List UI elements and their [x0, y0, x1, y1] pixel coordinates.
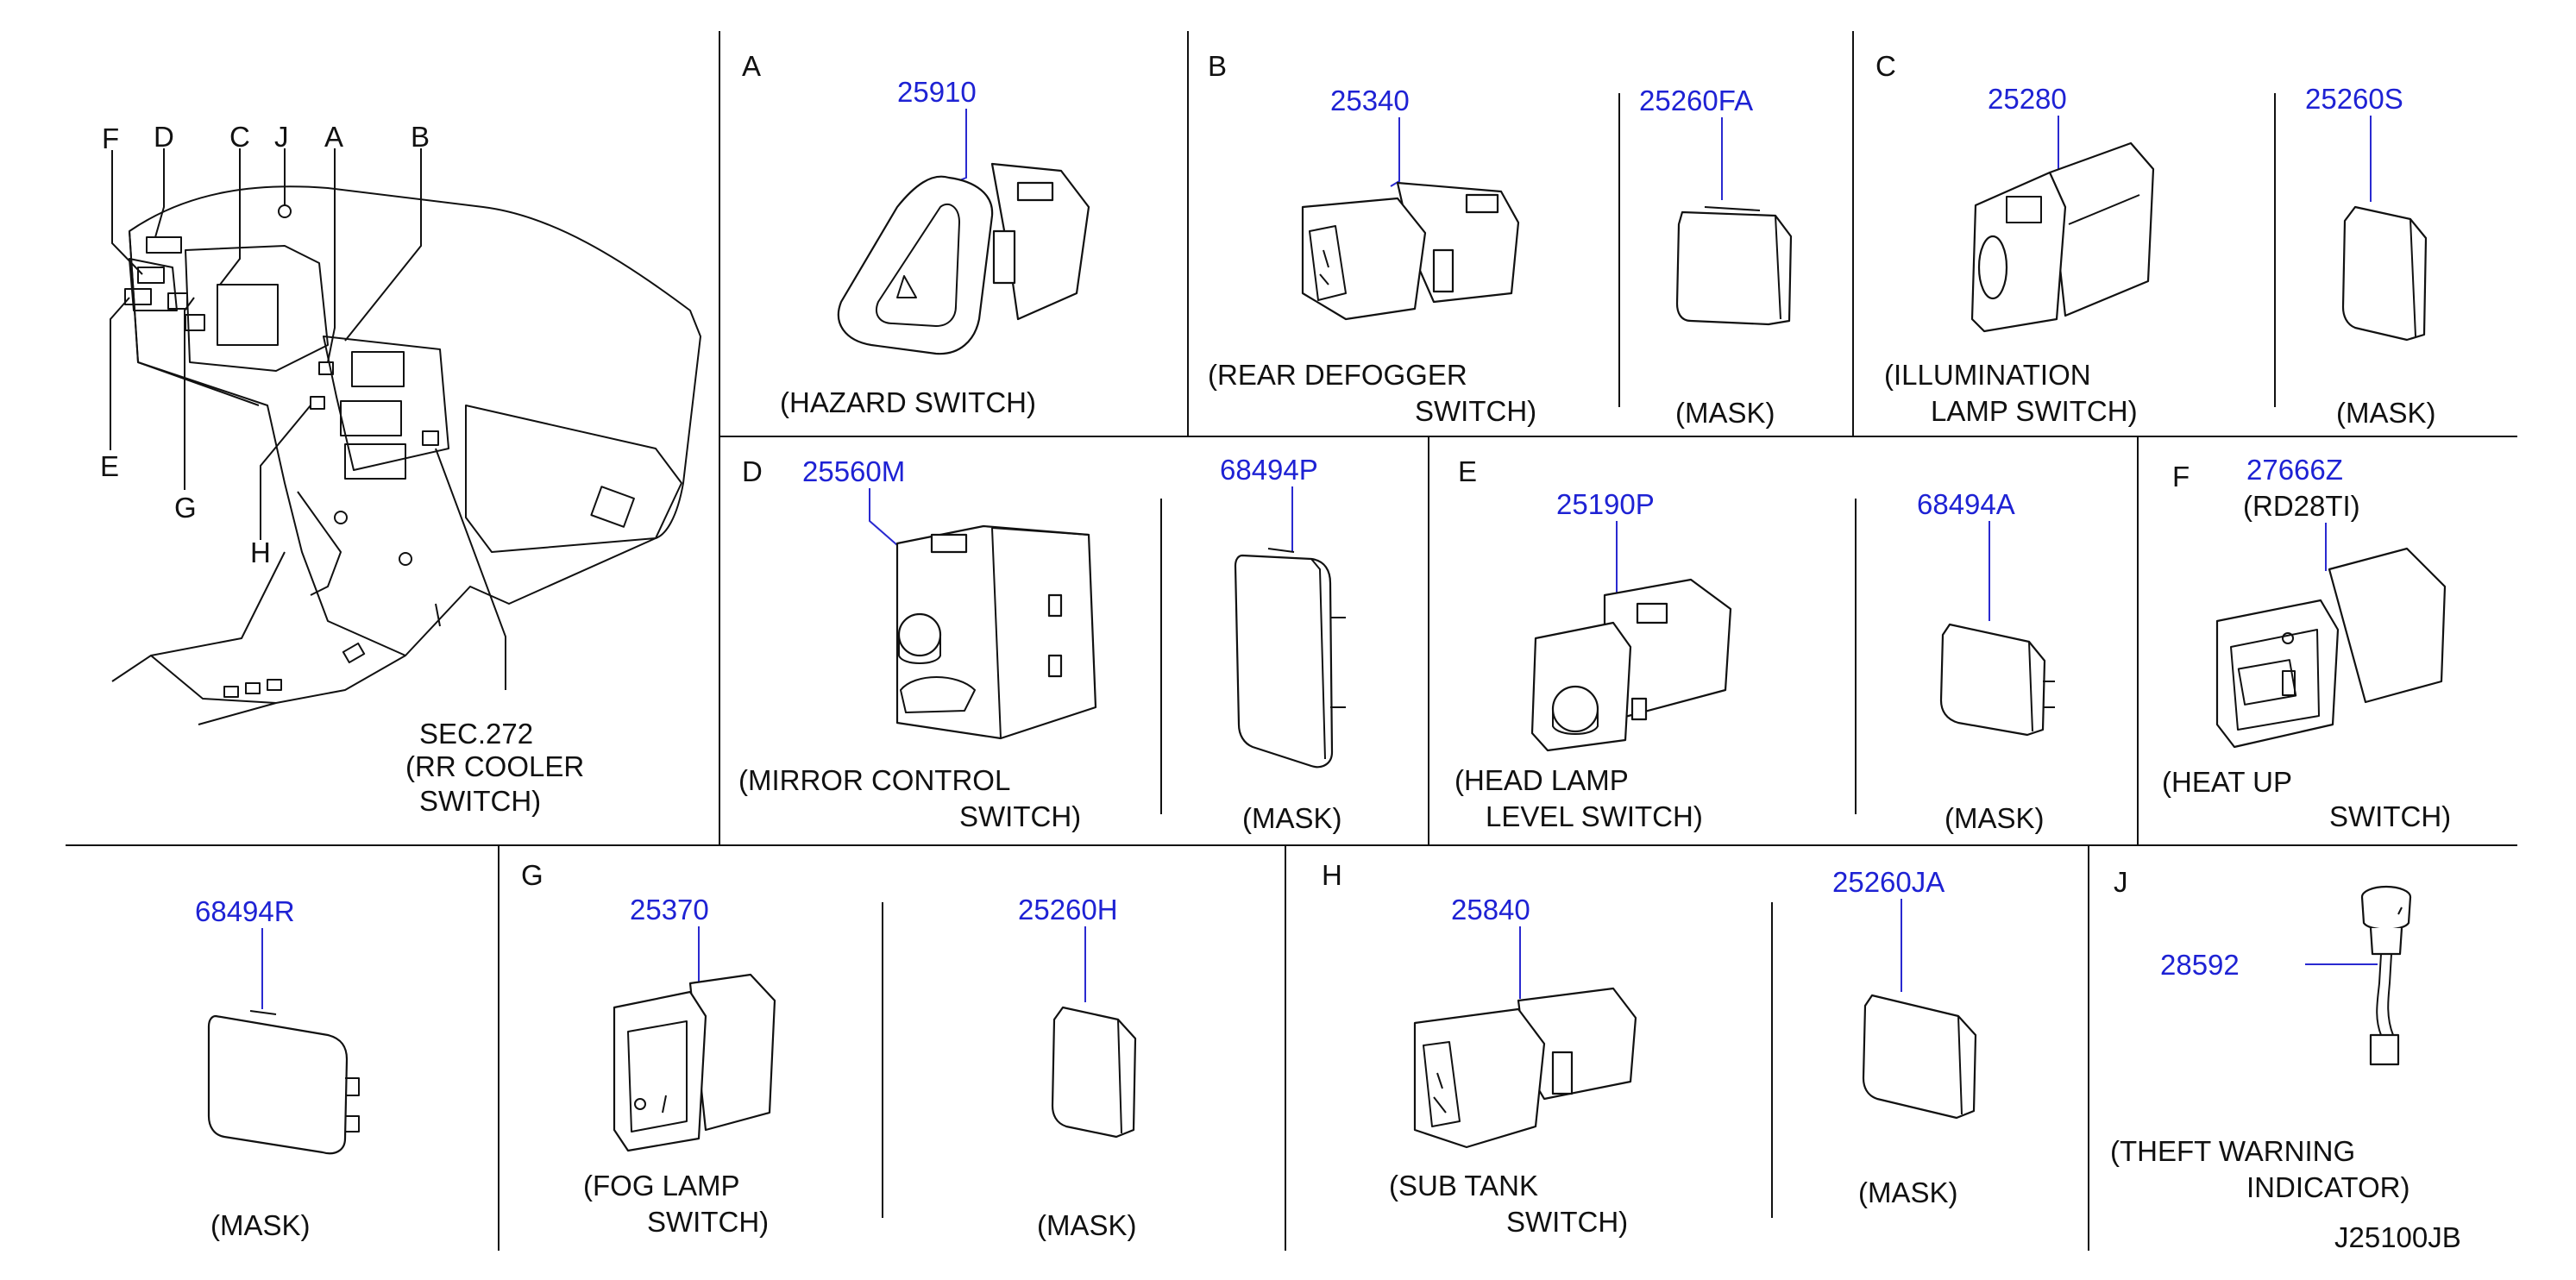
mask-caption-E: (MASK)	[1945, 802, 2045, 834]
section-letter-J: J	[2114, 866, 2128, 898]
mask-caption-B: (MASK)	[1675, 397, 1775, 429]
part-number-68494P: 68494P	[1220, 454, 1318, 486]
section-letter-F: F	[2172, 461, 2190, 493]
part-number-25260S: 25260S	[2305, 83, 2403, 115]
caption-D-line1: (MIRROR CONTROL	[738, 764, 1010, 796]
caption-E-line1: (HEAD LAMP	[1454, 764, 1629, 796]
caption-D-line2: SWITCH)	[959, 800, 1081, 832]
section-letter-H: H	[1322, 859, 1342, 891]
caption-F-line2: SWITCH)	[2329, 800, 2451, 832]
overview-label-E: E	[100, 450, 119, 482]
mirror-control-switch-drawing	[895, 524, 1097, 740]
part-number-25260JA: 25260JA	[1832, 866, 1945, 898]
part-number-25560M: 25560M	[802, 455, 905, 487]
mask-H-drawing	[1862, 994, 1977, 1120]
head-lamp-level-switch-drawing	[1530, 578, 1732, 752]
section-letter-B: B	[1208, 50, 1227, 82]
caption-B-line2: SWITCH)	[1415, 395, 1536, 427]
caption-H-line2: SWITCH)	[1506, 1206, 1628, 1238]
sec-ref-line3: SWITCH)	[419, 785, 541, 817]
part-number-25190P: 25190P	[1556, 488, 1655, 520]
overview-label-C: C	[229, 121, 250, 153]
caption-C-line2: LAMP SWITCH)	[1931, 395, 2138, 427]
part-number-25260H: 25260H	[1018, 894, 1118, 925]
part-number-25840: 25840	[1451, 894, 1530, 925]
illumination-switch-drawing	[1970, 141, 2155, 333]
part-number-25370: 25370	[630, 894, 709, 925]
overview-label-A: A	[324, 121, 343, 153]
mask-caption-G: (MASK)	[1037, 1209, 1137, 1241]
overview-label-G: G	[174, 492, 197, 524]
caption-F-line1: (HEAT UP	[2162, 766, 2292, 798]
part-number-68494R: 68494R	[195, 895, 295, 927]
caption-G-line1: (FOG LAMP	[583, 1170, 740, 1202]
overview-label-F: F	[102, 122, 119, 154]
mask-C-drawing	[2341, 205, 2428, 342]
section-letter-C: C	[1875, 50, 1896, 82]
fog-lamp-switch-drawing	[613, 973, 776, 1152]
caption-A: (HAZARD SWITCH)	[780, 386, 1036, 418]
overview-label-B: B	[411, 121, 430, 153]
section-letter-E: E	[1458, 455, 1477, 487]
section-letter-A: A	[742, 50, 761, 82]
overview-label-H: H	[250, 536, 271, 568]
dashboard-overview	[110, 148, 701, 725]
mask-G-drawing	[1051, 1006, 1137, 1139]
hazard-switch-drawing	[837, 162, 1090, 355]
mask-caption-D: (MASK)	[1242, 802, 1342, 834]
part-number-28592: 28592	[2160, 949, 2240, 981]
part-number-25280: 25280	[1988, 83, 2067, 115]
caption-J-line1: (THEFT WARNING	[2110, 1135, 2355, 1167]
mask-B-drawing	[1675, 206, 1793, 326]
grid-lines	[66, 31, 2517, 1251]
mask-E-drawing	[1939, 623, 2055, 737]
overview-label-D: D	[154, 121, 174, 153]
caption-E-line2: LEVEL SWITCH)	[1486, 800, 1703, 832]
part-number-25910: 25910	[897, 76, 977, 108]
caption-J-line2: INDICATOR)	[2246, 1171, 2410, 1203]
caption-H-line1: (SUB TANK	[1389, 1170, 1538, 1202]
heat-up-switch-drawing	[2215, 547, 2447, 749]
part-number-25340: 25340	[1330, 85, 1410, 116]
mask-caption-68494R: (MASK)	[210, 1209, 311, 1241]
caption-G-line2: SWITCH)	[647, 1206, 769, 1238]
rear-defogger-switch-drawing	[1301, 181, 1520, 321]
caption-C-line1: (ILLUMINATION	[1884, 359, 2091, 391]
mask-D-drawing	[1234, 548, 1346, 769]
sec-ref-line2: (RR COOLER	[405, 750, 584, 782]
mask-caption-H: (MASK)	[1858, 1176, 1958, 1208]
overview-label-J: J	[274, 121, 289, 153]
variant-F: (RD28TI)	[2243, 490, 2360, 522]
section-letter-G: G	[521, 859, 543, 891]
section-letter-D: D	[742, 455, 763, 487]
drawing-code: J25100JB	[2334, 1221, 2461, 1253]
theft-warning-indicator-drawing	[2360, 885, 2412, 1066]
sec-ref-line1: SEC.272	[419, 718, 533, 750]
part-number-25260FA: 25260FA	[1639, 85, 1753, 116]
caption-B-line1: (REAR DEFOGGER	[1208, 359, 1467, 391]
mask-68494R-drawing	[207, 1010, 360, 1155]
part-number-68494A: 68494A	[1917, 488, 2015, 520]
mask-caption-C: (MASK)	[2336, 397, 2436, 429]
part-number-27666Z: 27666Z	[2246, 454, 2343, 486]
sub-tank-switch-drawing	[1413, 987, 1637, 1149]
